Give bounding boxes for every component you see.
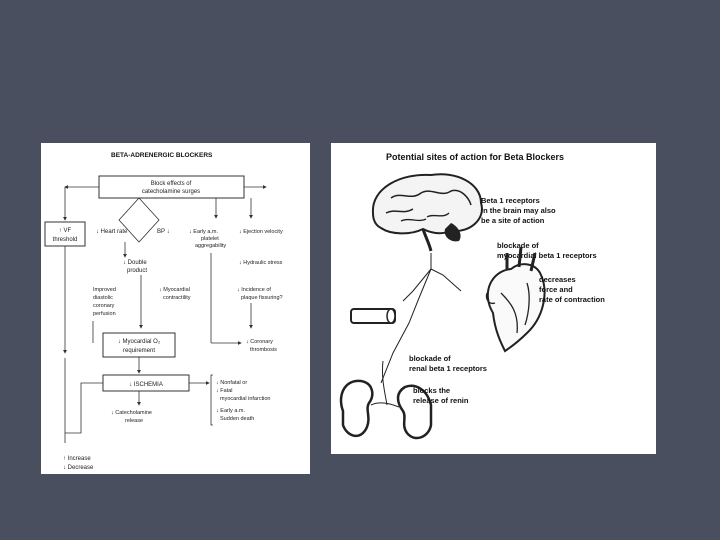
- sites-title: Potential sites of action for Beta Block…: [386, 152, 564, 162]
- o2-box-line1: ↓ Myocardial O₂: [118, 339, 161, 345]
- contraction-label-line2: force and: [539, 285, 573, 294]
- brain-illustration: [371, 173, 483, 252]
- improved-line3: coronary: [93, 303, 115, 309]
- bp-label: BP ↓: [157, 229, 170, 235]
- legend-increase: ↑ Increase: [63, 456, 91, 462]
- improved-line2: diastolic: [93, 295, 113, 301]
- contraction-label-line3: rate of contraction: [539, 295, 605, 304]
- heart-illustration: [485, 246, 546, 353]
- branch-diamond: [118, 197, 160, 243]
- thrombosis-line1: ↓ Coronary: [246, 339, 273, 345]
- outcome-line4: ↓ Early a.m.: [216, 408, 246, 414]
- pill-illustration: [350, 308, 396, 324]
- improved-line1: Improved: [93, 287, 116, 293]
- outcome-line5: Sudden death: [220, 416, 254, 422]
- top-box-line1: Block effects of: [151, 181, 192, 187]
- legend-decrease: ↓ Decrease: [63, 465, 94, 471]
- outcome-line3: myocardial infarction: [220, 396, 270, 402]
- outcome-line1: ↓ Nonfatal or: [216, 380, 247, 386]
- flowchart-svg: BETA-ADRENERGIC BLOCKERS Block effects o…: [44, 152, 283, 471]
- myocardial-label-line2: myocardial beta 1 receptors: [497, 251, 597, 260]
- beta-blocker-flowchart: BETA-ADRENERGIC BLOCKERS Block effects o…: [41, 143, 310, 474]
- contractility-line1: ↓ Myocardial: [159, 287, 190, 293]
- catecholamine-line1: ↓ Catecholamine: [111, 410, 152, 416]
- brain-label-line2: in the brain may also: [481, 206, 556, 215]
- renal-label-line1: blockade of: [409, 354, 451, 363]
- contractility-line2: contractility: [163, 295, 191, 301]
- flowchart-title: BETA-ADRENERGIC BLOCKERS: [111, 152, 213, 159]
- platelet-line2: platelet: [201, 236, 219, 242]
- plaque-line2: plaque fissuring?: [241, 295, 283, 301]
- brain-label-line1: Beta 1 receptors: [481, 196, 540, 205]
- sites-of-action-figure: Potential sites of action for Beta Block…: [331, 143, 656, 454]
- platelet-line3: aggregability: [195, 243, 226, 249]
- top-box-line2: catecholamine surges: [142, 189, 200, 195]
- sites-svg: Potential sites of action for Beta Block…: [339, 152, 605, 440]
- ejection-label: ↓ Ejection velocity: [239, 229, 283, 235]
- ischemia-label: ↓ ISCHEMIA: [129, 382, 163, 388]
- plaque-line1: ↓ Incidence of: [237, 287, 271, 293]
- vf-box-line1: ↑ VF: [59, 228, 72, 234]
- double-product-line2: product: [127, 268, 147, 274]
- renin-label-line1: blocks the: [413, 386, 450, 395]
- hydraulic-label: ↓ Hydraulic stress: [239, 260, 283, 266]
- o2-box-line2: requirement: [123, 348, 155, 354]
- brain-label-line3: be a site of action: [481, 216, 545, 225]
- renal-label-line2: renal beta 1 receptors: [409, 364, 487, 373]
- thrombosis-line2: thrombosis: [250, 347, 277, 353]
- improved-line4: perfusion: [93, 311, 116, 317]
- myocardial-label-line1: blockade of: [497, 241, 539, 250]
- vf-box-line2: threshold: [53, 237, 78, 243]
- catecholamine-line2: release: [125, 418, 143, 424]
- double-product-line1: ↓ Double: [123, 260, 147, 266]
- renin-label-line2: release of renin: [413, 396, 469, 405]
- contraction-label-line1: decreases: [539, 275, 576, 284]
- heart-rate-label: ↓ Heart rate: [96, 229, 128, 235]
- platelet-line1: ↓ Early a.m.: [189, 229, 219, 235]
- outcome-line2: ↓ Fatal: [216, 388, 233, 394]
- kidneys-illustration: [339, 360, 433, 440]
